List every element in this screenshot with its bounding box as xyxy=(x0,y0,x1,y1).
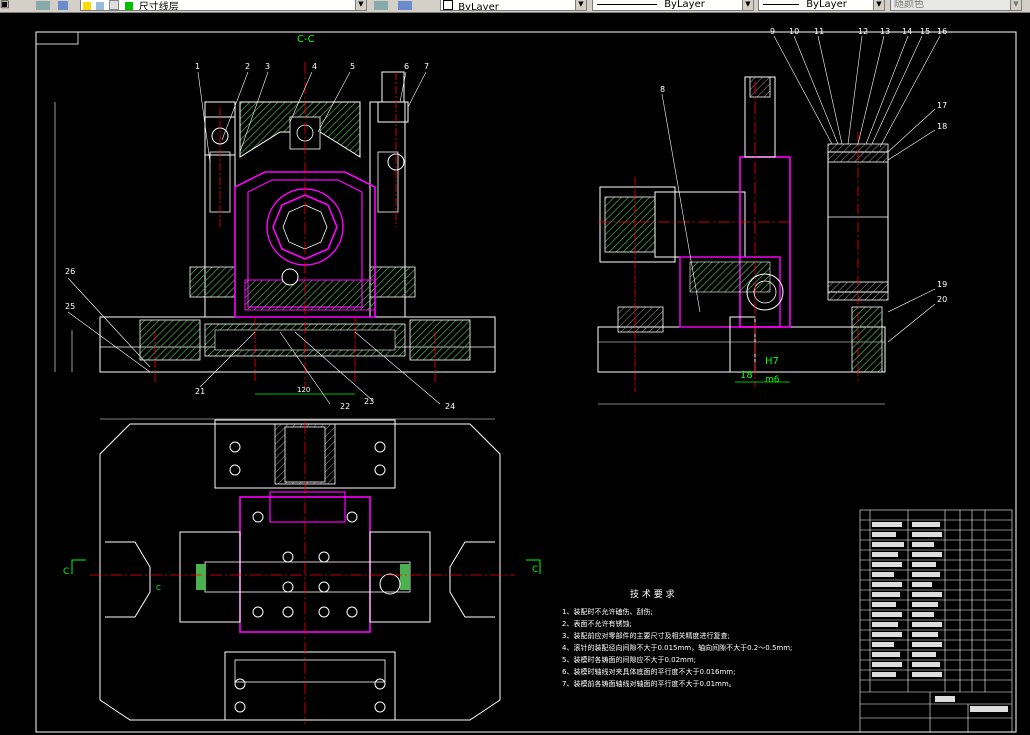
chevron-down-icon[interactable]: ▼ xyxy=(873,0,884,10)
color-combo-value: ByLayer xyxy=(458,2,499,11)
tech-req-1: 1、装配时不允许磕伤、刮伤; xyxy=(562,607,653,616)
svg-text:9: 9 xyxy=(770,27,775,36)
layer-state-icon[interactable] xyxy=(58,1,68,10)
layer-combo[interactable]: 尺寸线层 ▼ xyxy=(80,0,367,11)
chevron-down-icon[interactable]: ▼ xyxy=(575,0,586,10)
layer-previous-icon[interactable] xyxy=(398,1,412,10)
svg-text:20: 20 xyxy=(937,295,947,304)
tech-requirements-title: 技 术 要 求 xyxy=(630,588,675,600)
tech-req-4: 4、滚针的装配径向间隙不大于0.015mm，轴向间隙不大于0.2～0.5mm; xyxy=(562,643,792,652)
front-view-balloon-labels: 1 2 3 4 5 6 7 26 25 21 22 23 24 xyxy=(65,62,455,411)
side-view-balloon-labels: 8 9 10 11 12 13 14 15 16 17 18 19 20 xyxy=(660,27,947,304)
svg-text:19: 19 xyxy=(937,280,947,289)
layer-manager-icon[interactable] xyxy=(36,1,50,10)
tech-req-7: 7、装模前各铸面轴线对轴面的平行度不大于0.01mm。 xyxy=(562,679,736,688)
tech-req-2: 2、表面不允许有锈蚀; xyxy=(562,619,632,628)
section-arrow-inner: C xyxy=(156,584,161,592)
svg-text:6: 6 xyxy=(404,62,409,71)
technical-requirements: 技 术 要 求 1、装配时不允许磕伤、刮伤; 2、表面不允许有锈蚀; 3、装配前… xyxy=(562,588,792,688)
svg-text:17: 17 xyxy=(937,101,947,110)
layer-name: 尺寸线层 xyxy=(138,2,179,11)
chevron-down-icon[interactable]: ▼ xyxy=(355,0,366,10)
svg-text:14: 14 xyxy=(902,27,912,36)
svg-text:10: 10 xyxy=(789,27,799,36)
svg-text:7: 7 xyxy=(424,62,429,71)
linetype-combo-value: ByLayer xyxy=(664,0,705,10)
plotstyle-combo[interactable]: 随颜色 ▼ xyxy=(890,0,1022,11)
svg-text:25: 25 xyxy=(65,302,75,311)
tech-req-6: 6、装模时轴线对夹具体底面的平行度不大于0.016mm; xyxy=(562,667,736,676)
parts-list-title-block xyxy=(859,509,1013,733)
lineweight-combo[interactable]: ByLayer ▼ xyxy=(758,0,885,11)
lock-icon xyxy=(109,0,120,10)
side-view-balloons xyxy=(661,35,941,343)
chevron-down-icon[interactable]: ▼ xyxy=(742,0,753,10)
side-section-view: H7 18 m6 xyxy=(597,76,889,405)
lineweight-combo-value: ByLayer xyxy=(806,0,847,10)
toolbar-left-icons[interactable]: ▣ xyxy=(0,0,10,10)
frame-corner-box xyxy=(35,31,79,45)
svg-text:8: 8 xyxy=(660,85,665,94)
front-view-balloons xyxy=(67,71,441,405)
dim-120: 120 xyxy=(297,386,310,394)
section-label: C-C xyxy=(297,34,315,45)
svg-text:4: 4 xyxy=(312,62,317,71)
section-arrow-left: C xyxy=(63,567,69,577)
svg-text:11: 11 xyxy=(814,27,824,36)
lineweight-sample xyxy=(763,3,799,5)
drawing-border xyxy=(35,31,1017,733)
svg-text:23: 23 xyxy=(364,397,374,406)
tech-req-5: 5、装模时各铸面的间隙应不大于0.02mm; xyxy=(562,655,696,664)
layer-color-swatch xyxy=(124,2,133,10)
sun-icon xyxy=(96,2,105,10)
svg-text:16: 16 xyxy=(937,27,947,36)
section-arrow-right: C xyxy=(532,565,538,575)
color-combo[interactable]: ByLayer ▼ xyxy=(440,0,587,11)
tech-req-3: 3、装配前应对零部件的主要尺寸及相关精度进行复查; xyxy=(562,631,730,640)
plotstyle-combo-value: 随颜色 xyxy=(894,0,924,10)
top-plan-view: C C C xyxy=(63,419,541,724)
color-swatch xyxy=(443,0,453,10)
bulb-icon xyxy=(83,2,91,10)
svg-text:21: 21 xyxy=(195,387,205,396)
chevron-down-icon[interactable]: ▼ xyxy=(1010,0,1021,10)
linetype-sample xyxy=(597,3,657,5)
svg-text:12: 12 xyxy=(858,27,868,36)
linetype-combo[interactable]: ByLayer ▼ xyxy=(592,0,754,11)
properties-toolbar: ▣ 尺寸线层 ▼ ByLayer ▼ ByLayer ▼ ByLayer ▼ 随… xyxy=(0,0,1030,13)
svg-text:22: 22 xyxy=(340,402,350,411)
svg-text:13: 13 xyxy=(880,27,890,36)
fit-note-top: H7 xyxy=(765,356,779,367)
make-current-icon[interactable] xyxy=(374,1,388,10)
svg-text:18: 18 xyxy=(937,122,947,131)
drawing-canvas[interactable]: C-C xyxy=(0,12,1030,735)
svg-text:24: 24 xyxy=(445,402,455,411)
parts-list-fills xyxy=(872,522,1008,712)
front-section-view: C-C xyxy=(54,34,496,420)
fit-note-base: 18 xyxy=(740,370,753,381)
svg-text:1: 1 xyxy=(195,62,200,71)
svg-text:2: 2 xyxy=(245,62,250,71)
svg-text:26: 26 xyxy=(65,267,75,276)
svg-text:5: 5 xyxy=(350,62,355,71)
svg-text:3: 3 xyxy=(265,62,270,71)
svg-text:15: 15 xyxy=(920,27,930,36)
fit-note-bottom: m6 xyxy=(765,375,780,385)
